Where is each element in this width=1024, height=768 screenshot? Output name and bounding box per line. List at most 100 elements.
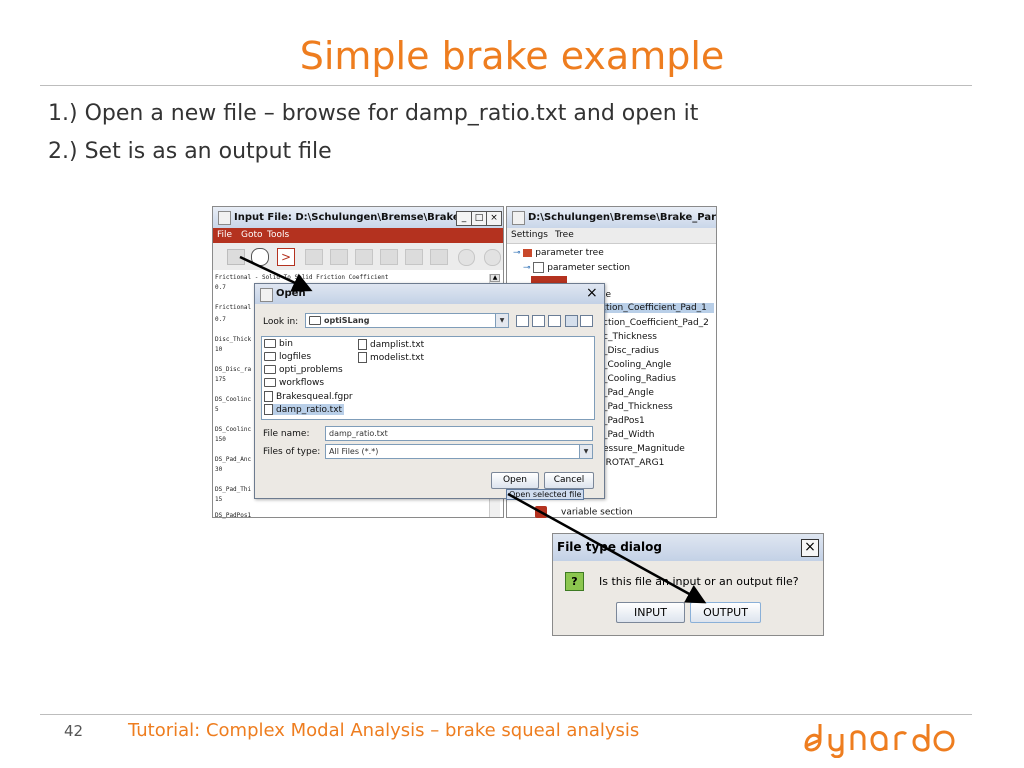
menu-goto[interactable]: Goto <box>241 230 263 240</box>
document-icon <box>358 352 367 363</box>
toolbar-icon-4[interactable] <box>380 249 398 265</box>
tree-node[interactable]: ction_Coefficient_Pad_2 <box>603 318 709 328</box>
text-line: 175 <box>215 376 226 383</box>
chevron-down-icon[interactable]: ▼ <box>495 314 508 327</box>
step-1: 1.) Open a new file – browse for damp_ra… <box>48 101 699 126</box>
java-cup-icon <box>260 288 273 302</box>
list-item[interactable]: Brakesqueal.fgpr <box>264 391 353 402</box>
file-type-titlebar: File type dialog × <box>553 534 823 561</box>
menu-tools[interactable]: Tools <box>267 230 290 240</box>
file-name-input[interactable]: damp_ratio.txt <box>325 426 593 441</box>
toolbar-icon-1[interactable] <box>305 249 323 265</box>
tree-node[interactable]: _Disc_radius <box>603 346 659 356</box>
details-view-icon[interactable] <box>580 315 593 327</box>
section-icon <box>533 262 545 273</box>
arrow-to-open-dialog <box>239 255 313 292</box>
tree-node-parameter-section[interactable]: ⊸ parameter section <box>523 262 630 273</box>
close-icon[interactable]: × <box>486 211 502 226</box>
open-button[interactable]: Open <box>491 472 539 489</box>
list-item[interactable]: damplist.txt <box>358 339 424 350</box>
tree-node[interactable]: _Pad_Angle <box>603 388 654 398</box>
list-item[interactable]: opti_problems <box>264 365 343 375</box>
tree-node-label: variable section <box>561 507 633 518</box>
tree-node[interactable]: _Pad_Thickness <box>603 402 673 412</box>
file-name-label: File name: <box>263 429 310 439</box>
text-line: 30 <box>215 466 223 473</box>
home-folder-icon[interactable] <box>532 315 545 327</box>
look-in-label: Look in: <box>263 317 299 327</box>
new-folder-icon[interactable] <box>548 315 561 327</box>
text-line: DS_PadPos1 <box>215 512 252 519</box>
list-item[interactable]: modelist.txt <box>358 352 424 363</box>
menu-file[interactable]: File <box>217 230 233 240</box>
tree-node[interactable]: essure_Magnitude <box>603 444 685 454</box>
toolbar-icon-8[interactable] <box>484 249 501 266</box>
files-of-type-label: Files of type: <box>263 447 321 457</box>
param-window-titlebar: D:\Schulungen\Bremse\Brake_Parame <box>507 207 716 228</box>
toolbar-icon-5[interactable] <box>405 249 423 265</box>
text-line: DS_Coolinc <box>215 396 252 403</box>
tree-toggle-icon[interactable]: ⊸ <box>513 248 524 258</box>
tree-node[interactable]: le <box>603 290 612 300</box>
tree-node-selected[interactable]: ction_Coefficient_Pad_1 <box>601 303 714 313</box>
tree-toggle-icon[interactable]: ⊸ <box>523 263 534 273</box>
text-line: Frictional <box>215 304 252 311</box>
toolbar-icon-6[interactable] <box>430 249 448 265</box>
text-line: DS_Pad_Anc <box>215 456 252 463</box>
close-icon[interactable]: × <box>586 285 598 301</box>
dynardo-logo <box>804 724 955 758</box>
output-button[interactable]: OUTPUT <box>690 602 761 623</box>
cancel-button[interactable]: Cancel <box>544 472 594 489</box>
tree-node[interactable]: IROTAT_ARG1 <box>603 458 665 468</box>
files-of-type-dropdown[interactable]: All Files (*.*) ▼ <box>325 444 593 459</box>
param-window-menubar: Settings Tree <box>507 228 716 244</box>
scroll-up-arrow-icon[interactable]: ▲ <box>490 274 500 282</box>
tree-node[interactable]: _Cooling_Angle <box>603 360 672 370</box>
close-icon[interactable]: × <box>801 539 819 557</box>
chevron-down-icon[interactable]: ▼ <box>579 445 592 458</box>
files-of-type-value: All Files (*.*) <box>329 447 379 456</box>
file-type-question: Is this file an input or an output file? <box>599 575 799 588</box>
menu-tree[interactable]: Tree <box>555 230 574 240</box>
list-view-icon[interactable] <box>565 315 578 327</box>
folder-icon <box>264 339 276 348</box>
tree-node[interactable]: _PadPos1 <box>603 416 645 426</box>
tree-node[interactable]: c_Thickness <box>603 332 657 342</box>
input-window-titlebar: Input File: D:\Schulungen\Bremse\Brake_.… <box>213 207 503 228</box>
tree-node-parameter-tree[interactable]: ⊸ parameter tree <box>513 248 604 258</box>
file-type-title: File type dialog <box>557 540 662 554</box>
menu-settings[interactable]: Settings <box>511 230 548 240</box>
java-cup-icon <box>218 211 231 225</box>
toolbar-icon-3[interactable] <box>355 249 373 265</box>
toolbar-icon-2[interactable] <box>330 249 348 265</box>
input-button[interactable]: INPUT <box>616 602 685 623</box>
run-icon[interactable]: > <box>277 248 295 266</box>
text-line: DS_Disc_ra <box>215 366 252 373</box>
open-tooltip: Open selected file <box>506 489 585 500</box>
open-dialog-titlebar: Open × <box>255 284 604 304</box>
document-icon <box>264 391 273 402</box>
folder-icon <box>264 378 276 387</box>
list-item[interactable]: workflows <box>264 378 324 388</box>
toolbar-icon-7[interactable] <box>458 249 475 266</box>
new-file-icon[interactable] <box>227 249 245 265</box>
minimize-button[interactable]: _ <box>456 211 472 226</box>
parameter-tree[interactable]: ⊸ parameter tree ⊸ parameter section le … <box>507 244 716 518</box>
tree-node[interactable]: _Cooling_Radius <box>603 374 676 384</box>
text-line: DS_Pad_Thi <box>215 486 252 493</box>
list-item-selected[interactable]: damp_ratio.txt <box>264 404 345 415</box>
tree-node[interactable]: _Pad_Width <box>603 430 655 440</box>
text-line: 5 <box>215 406 219 413</box>
step-2: 2.) Set is as an output file <box>48 139 332 164</box>
list-item[interactable]: bin <box>264 339 293 349</box>
list-item[interactable]: logfiles <box>264 352 311 362</box>
look-in-dropdown[interactable]: optiSLang ▼ <box>305 313 509 328</box>
page-number: 42 <box>64 722 84 740</box>
document-icon <box>358 339 367 350</box>
up-folder-icon[interactable] <box>516 315 529 327</box>
folder-icon <box>309 316 321 325</box>
file-list[interactable]: bin logfiles opti_problems workflows Bra… <box>261 336 595 420</box>
text-line: 150 <box>215 436 226 443</box>
slide-title: Simple brake example <box>299 34 725 78</box>
arrow-to-output-button <box>507 492 707 604</box>
